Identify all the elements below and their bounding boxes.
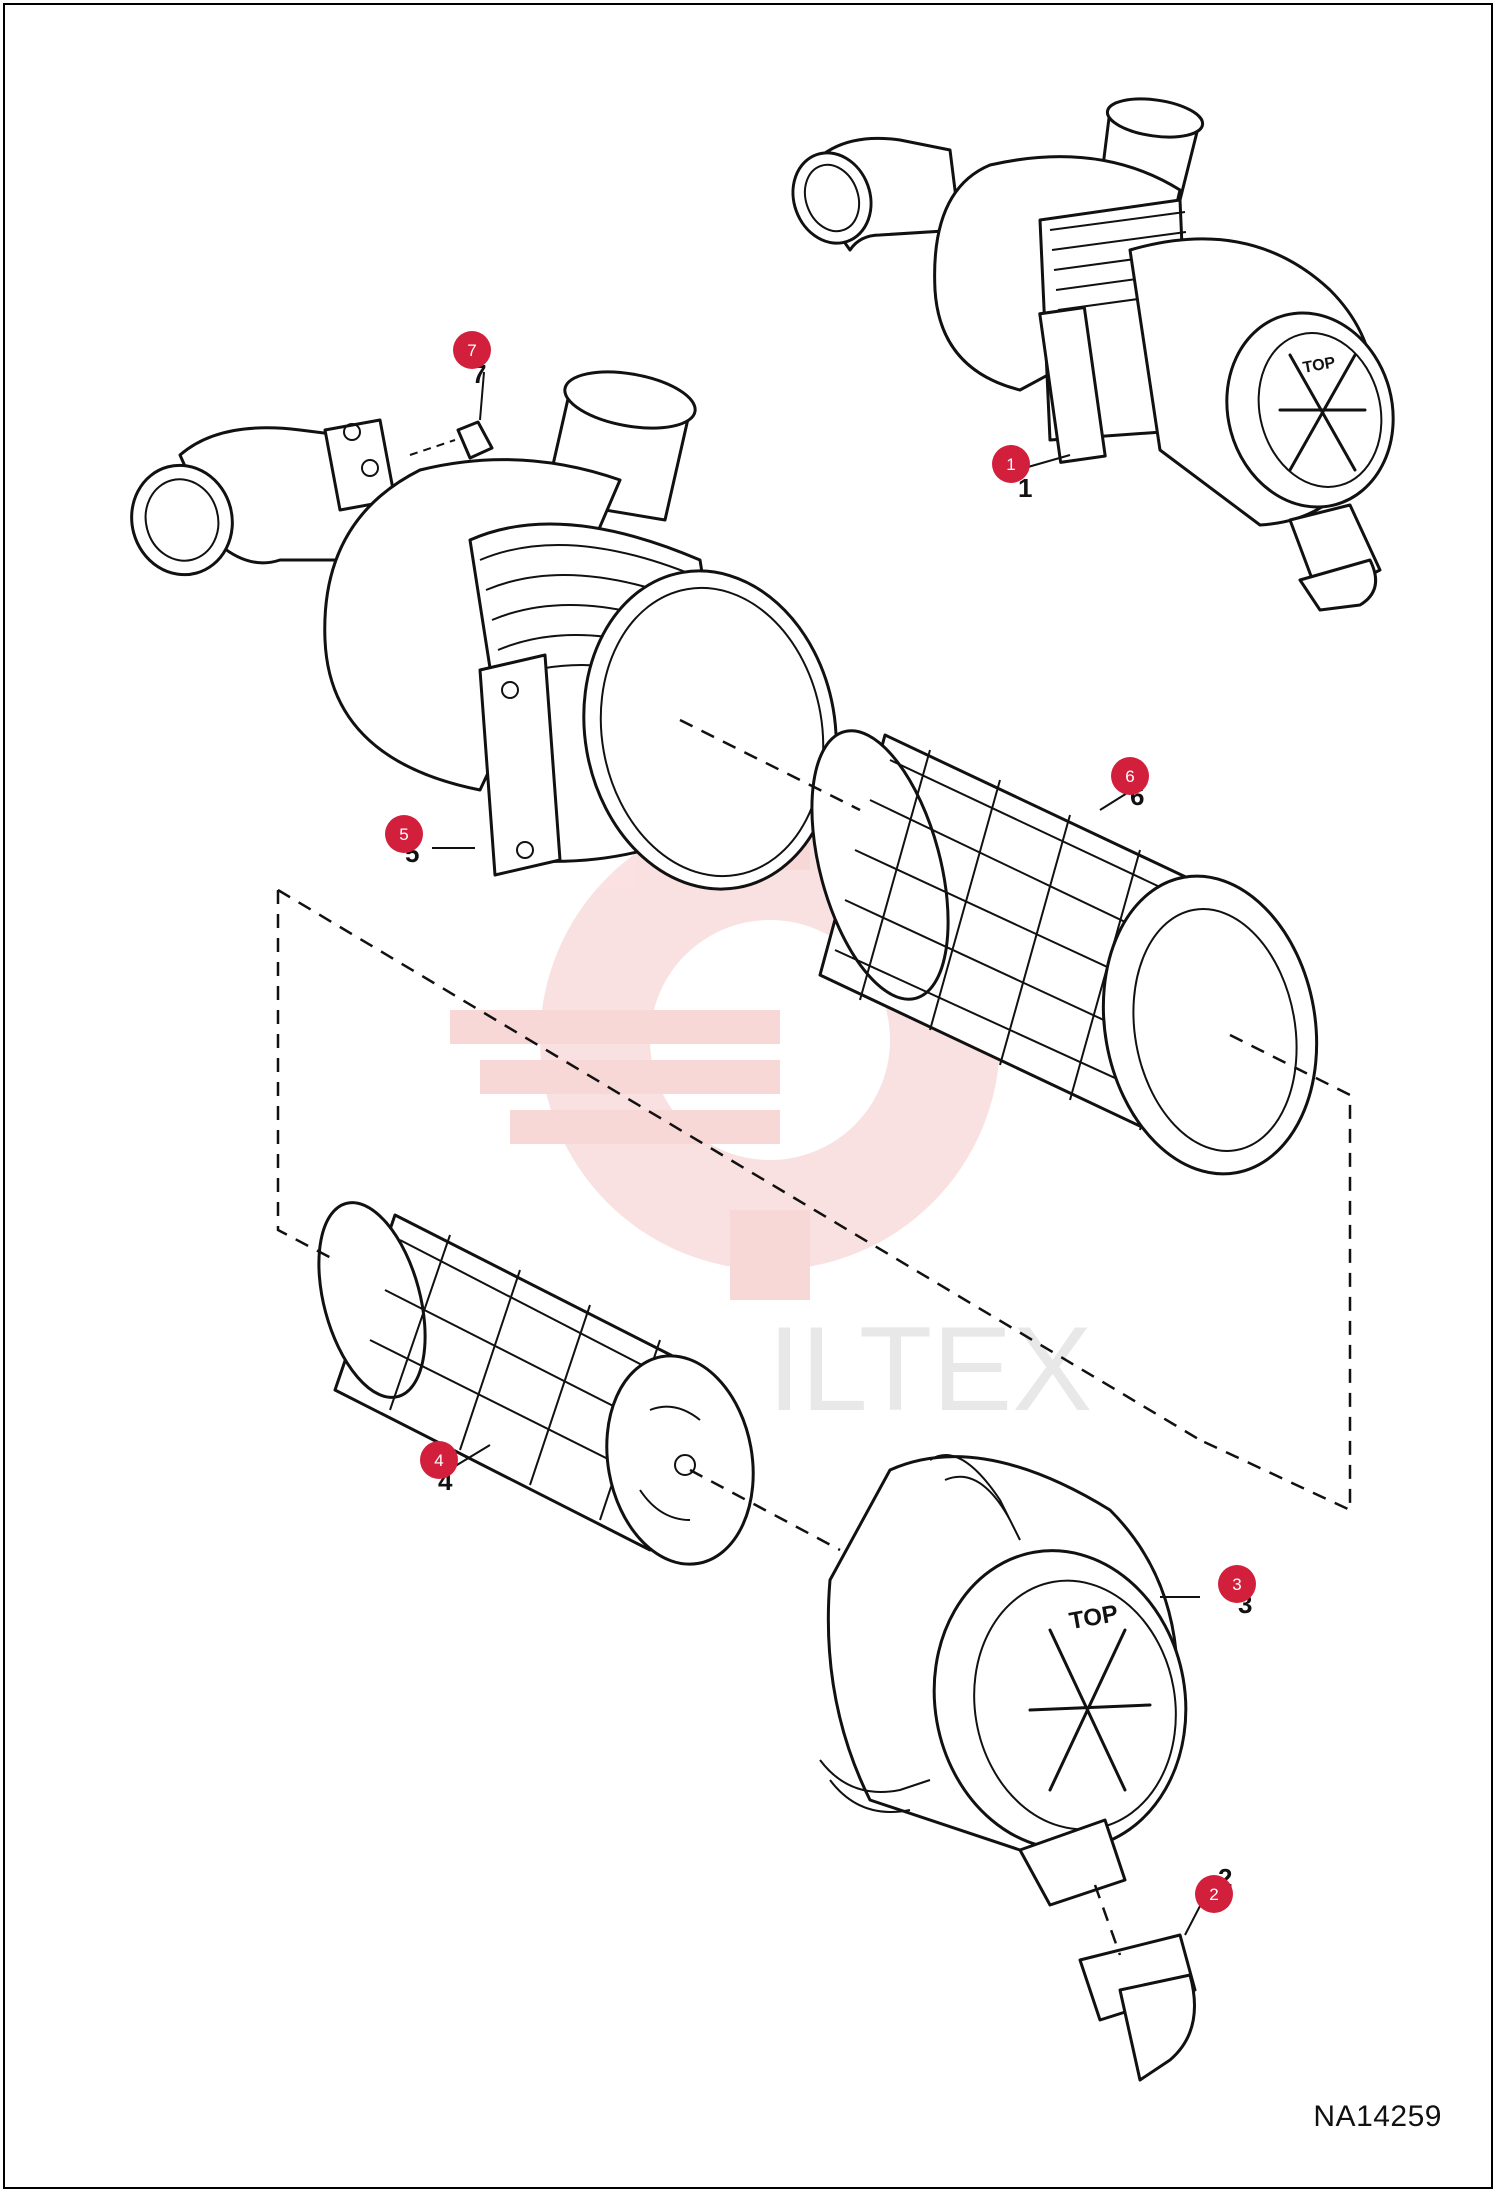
svg-text:4: 4 (434, 1451, 443, 1470)
part-number-1: 1 (1018, 473, 1032, 503)
svg-text:2: 2 (1209, 1885, 1218, 1904)
callout-1: 1 (992, 445, 1030, 483)
svg-text:5: 5 (399, 825, 408, 844)
cover-top-label-small: TOP (1302, 354, 1337, 376)
vacuator-valve (1078, 1933, 1197, 2082)
callout-4: 4 (420, 1441, 458, 1479)
callout-5: 5 (385, 815, 423, 853)
diagram-frame (3, 3, 1493, 2189)
restriction-indicator-fitting (409, 420, 494, 460)
callout-2: 2 (1195, 1875, 1233, 1913)
figure-id: NA14259 (1313, 2100, 1442, 2133)
svg-text:3: 3 (1232, 1575, 1241, 1594)
watermark-text: ILTEX (768, 1302, 1093, 1436)
air-cleaner-cover: TOP (819, 1454, 1188, 1907)
assembly-guide-lines (276, 718, 1352, 1956)
air-cleaner-housing (130, 370, 838, 891)
callout-7: 7 (453, 331, 491, 369)
svg-text:1: 1 (1006, 455, 1015, 474)
primary-filter-element (810, 729, 1319, 1176)
svg-text:7: 7 (467, 341, 476, 360)
callout-badges: 1 2 3 4 5 6 7 (385, 331, 1256, 1913)
secondary-filter-element (317, 1201, 755, 1566)
callout-6: 6 (1111, 757, 1149, 795)
svg-text:6: 6 (1125, 767, 1134, 786)
assembled-air-cleaner: TOP (791, 97, 1395, 612)
callout-3: 3 (1218, 1565, 1256, 1603)
